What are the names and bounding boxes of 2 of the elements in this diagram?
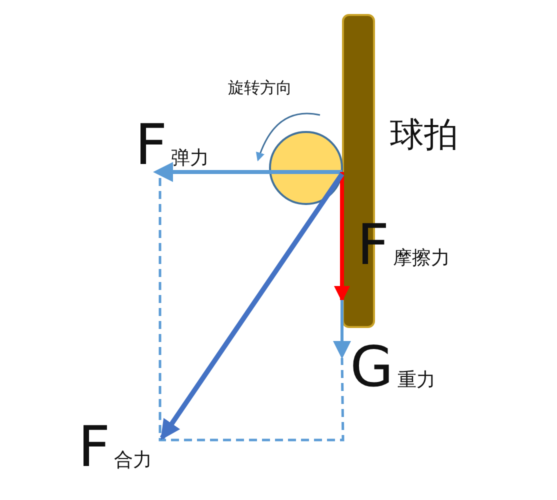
rotation-label: 旋转方向: [228, 80, 292, 96]
racket-label: 球拍: [390, 118, 458, 152]
